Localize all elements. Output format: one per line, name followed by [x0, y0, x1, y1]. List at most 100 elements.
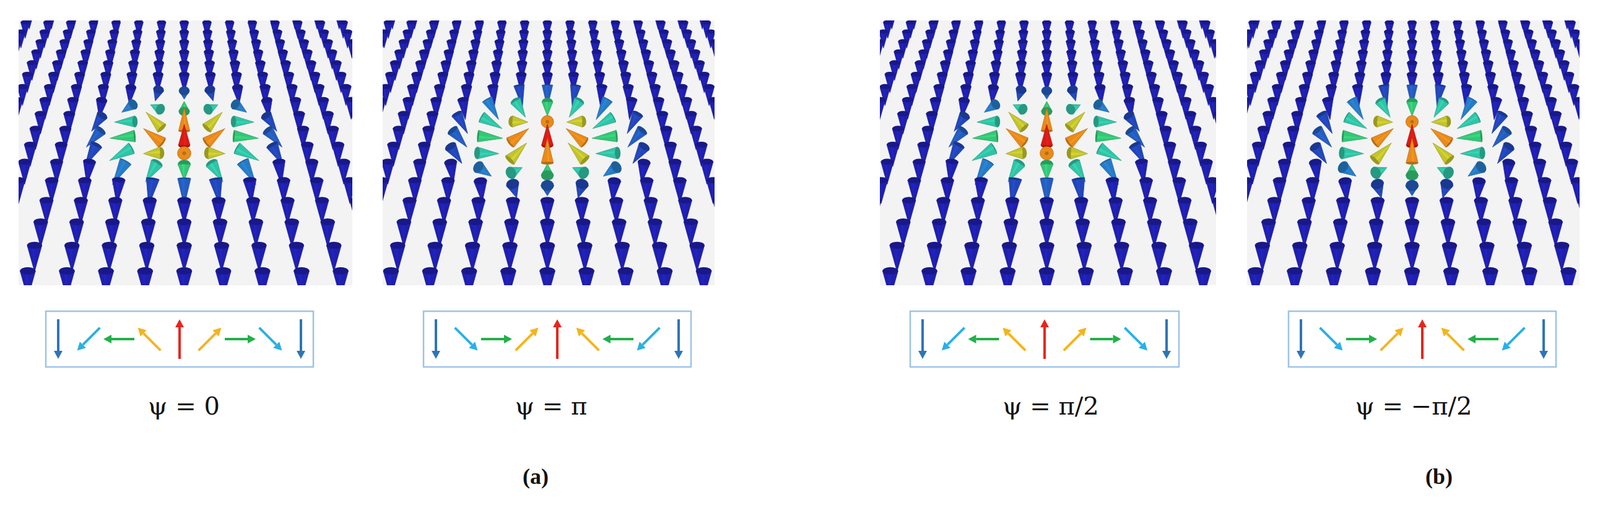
- cone-base: [468, 218, 483, 226]
- cone-base: [574, 177, 591, 191]
- cone-base: [567, 60, 578, 66]
- cone-base: [517, 49, 528, 55]
- cone-base: [90, 140, 103, 150]
- cone-base: [111, 20, 121, 25]
- spin-cone: [569, 95, 586, 118]
- cone-base: [55, 141, 68, 148]
- cone-highlight: [1212, 41, 1215, 59]
- panel-ground: [879, 20, 1217, 286]
- cone-base: [588, 20, 598, 25]
- cone-base: [270, 20, 280, 25]
- cone-base: [18, 29, 26, 34]
- cone-highlight: [31, 245, 36, 272]
- cone-highlight: [183, 124, 187, 146]
- cone-base: [685, 110, 697, 117]
- cone-highlight: [704, 22, 708, 39]
- spin-cone: [177, 159, 191, 181]
- cone-base: [678, 196, 693, 204]
- cone-base: [679, 20, 689, 25]
- cone-base: [690, 125, 703, 132]
- cone-base: [513, 83, 525, 87]
- cone-highlight: [233, 120, 254, 124]
- cone-base: [461, 267, 477, 275]
- cone-base: [317, 97, 329, 103]
- cone-base: [1115, 49, 1126, 55]
- cone-body: [178, 124, 191, 146]
- cone-base: [636, 124, 649, 136]
- cone-base: [22, 71, 33, 77]
- cone-highlight: [566, 119, 583, 123]
- cone-body: [143, 128, 166, 148]
- spin-cone: [326, 242, 342, 272]
- cone-base: [230, 115, 237, 128]
- cone-base: [248, 218, 264, 226]
- cone-base: [918, 49, 929, 55]
- cone-base: [254, 267, 270, 275]
- cone-base: [387, 141, 400, 148]
- cone-body: [382, 41, 385, 59]
- cone-base: [18, 177, 26, 184]
- spin-cone: [541, 138, 554, 165]
- cone-highlight: [689, 41, 692, 59]
- cone-base: [309, 71, 321, 77]
- cone-base: [286, 84, 298, 90]
- cone-body: [1209, 41, 1217, 59]
- spin-cone: [201, 112, 223, 134]
- spin-cone: [390, 242, 405, 272]
- cone-base: [578, 267, 595, 275]
- cone-base: [504, 154, 516, 166]
- cone-base: [515, 71, 527, 77]
- cone-base: [415, 60, 426, 66]
- spin-cone: [18, 196, 20, 225]
- cone-base: [18, 39, 22, 44]
- spin-cone: [504, 143, 527, 166]
- cone-base: [383, 267, 399, 275]
- cone-base: [539, 242, 555, 249]
- cone-base: [902, 29, 912, 34]
- cone-base: [440, 60, 451, 66]
- cone-base: [905, 20, 916, 25]
- spin-cone: [201, 128, 225, 149]
- cone-base: [260, 96, 273, 104]
- cone-base: [321, 110, 334, 117]
- spin-cone: [176, 267, 192, 286]
- spin-cone: [18, 97, 23, 120]
- cone-base: [575, 218, 591, 226]
- cone-highlight: [693, 51, 696, 69]
- spin-cone: [214, 242, 230, 272]
- cone-base: [570, 83, 581, 87]
- cone-body: [114, 115, 135, 127]
- spin-cone: [59, 267, 75, 286]
- cone-base: [704, 84, 715, 90]
- cone-base: [255, 60, 266, 66]
- spin-cone: [143, 146, 165, 160]
- cone-base: [647, 218, 662, 226]
- cone-base: [695, 267, 712, 275]
- cone-base: [640, 49, 651, 55]
- cone-highlight: [114, 119, 135, 123]
- spin-cone: [201, 102, 218, 117]
- cone-base: [638, 39, 648, 44]
- cone-base: [710, 39, 715, 44]
- cone-base: [66, 20, 76, 25]
- cone-base: [228, 49, 239, 55]
- cone-base: [396, 218, 412, 226]
- cone-base: [427, 242, 443, 249]
- cone-base: [1087, 20, 1098, 25]
- cone-base: [178, 71, 190, 77]
- cone-highlight: [1203, 22, 1207, 39]
- cone-base: [596, 83, 608, 89]
- cone-base: [504, 218, 519, 226]
- cone-base: [635, 29, 646, 34]
- cone-base: [27, 242, 43, 249]
- cone-base: [542, 49, 553, 55]
- spin-cone: [110, 130, 137, 142]
- cone-base: [390, 242, 405, 249]
- cone-base: [390, 60, 400, 66]
- cone-base: [201, 122, 212, 134]
- cone-base: [257, 71, 269, 77]
- spin-cone: [382, 177, 389, 204]
- cone-base: [33, 218, 48, 226]
- spin-cone: [139, 242, 155, 272]
